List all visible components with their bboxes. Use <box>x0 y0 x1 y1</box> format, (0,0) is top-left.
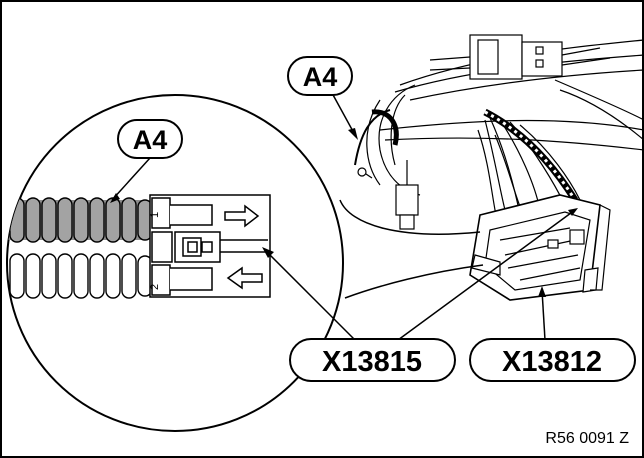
corrugated-tube-white <box>9 253 153 299</box>
callout-x13812-label: X13812 <box>502 346 602 378</box>
pin-1-label: 1 <box>149 212 161 218</box>
detail-circle: 1 2 <box>6 94 344 432</box>
callout-a4-top: A4 <box>287 56 353 96</box>
callout-x13815: X13815 <box>289 338 456 382</box>
callout-a4-detail: A4 <box>117 119 183 159</box>
harness-assembly <box>354 34 644 301</box>
corrugated-tube-gray <box>8 197 153 243</box>
leader-arrowheads <box>110 128 578 297</box>
callout-a4-top-label: A4 <box>303 62 338 92</box>
connector-detail <box>149 194 271 298</box>
leader-lines <box>111 92 576 341</box>
callout-x13812: X13812 <box>469 338 636 382</box>
callout-a4-detail-label: A4 <box>133 125 168 155</box>
figure-reference: R56 0091 Z <box>545 430 629 447</box>
pin-2-label: 2 <box>149 284 161 290</box>
callout-x13815-label: X13815 <box>322 346 422 378</box>
